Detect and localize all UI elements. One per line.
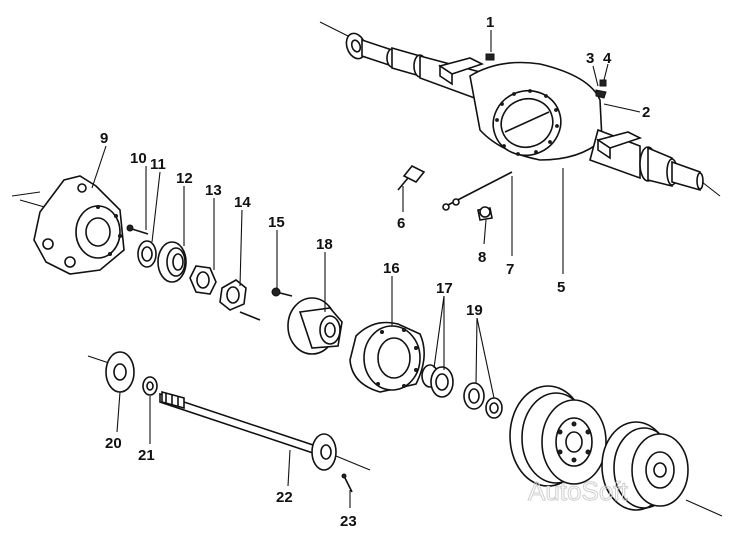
callout-11: 11 <box>150 156 166 173</box>
parts-19 <box>463 382 503 419</box>
callout-12: 12 <box>176 170 193 187</box>
callout-3: 3 <box>586 50 594 67</box>
wheel-outer <box>601 421 723 517</box>
axle-housing <box>319 21 721 197</box>
lock-washer-14 <box>219 279 247 311</box>
hub-18 <box>287 297 343 355</box>
bearings-17 <box>421 364 454 398</box>
breather-8 <box>477 206 493 221</box>
callout-14: 14 <box>234 194 251 211</box>
callout-17: 17 <box>436 280 453 297</box>
callout-23: 23 <box>340 513 357 530</box>
callout-9: 9 <box>100 130 108 147</box>
callout-22: 22 <box>276 489 293 506</box>
brake-drum-16 <box>349 321 425 393</box>
callout-21: 21 <box>138 447 155 464</box>
ring-21 <box>142 376 158 396</box>
callout-2: 2 <box>642 104 650 121</box>
callout-8: 8 <box>478 249 486 266</box>
callout-18: 18 <box>316 236 333 253</box>
bearing-12 <box>157 241 187 283</box>
nut-13 <box>189 265 217 295</box>
vent-tube-7 <box>442 171 513 211</box>
callout-5: 5 <box>557 279 565 296</box>
callout-1: 1 <box>486 14 494 31</box>
callout-20: 20 <box>105 435 122 452</box>
callout-7: 7 <box>506 261 514 278</box>
bolt-23 <box>341 473 353 493</box>
axle-shaft-22 <box>87 355 371 471</box>
callout-19: 19 <box>466 302 483 319</box>
brake-spider <box>11 175 125 275</box>
wheel-inner <box>509 385 607 487</box>
callout-13: 13 <box>205 182 222 199</box>
flange-20 <box>105 351 135 393</box>
bolt-15 <box>239 287 293 321</box>
callout-4: 4 <box>603 50 612 67</box>
callout-10: 10 <box>130 150 147 167</box>
watermark: AutoSoft <box>528 476 629 506</box>
callout-16: 16 <box>383 260 400 277</box>
leader-lines <box>91 30 641 508</box>
callout-labels: 1 2 3 4 5 6 7 8 9 10 11 12 13 14 15 16 1… <box>100 14 650 530</box>
pin-10 <box>126 224 149 235</box>
seal-11 <box>137 240 157 268</box>
callout-6: 6 <box>397 215 405 232</box>
callout-15: 15 <box>268 214 285 231</box>
bolt-6 <box>397 164 426 191</box>
